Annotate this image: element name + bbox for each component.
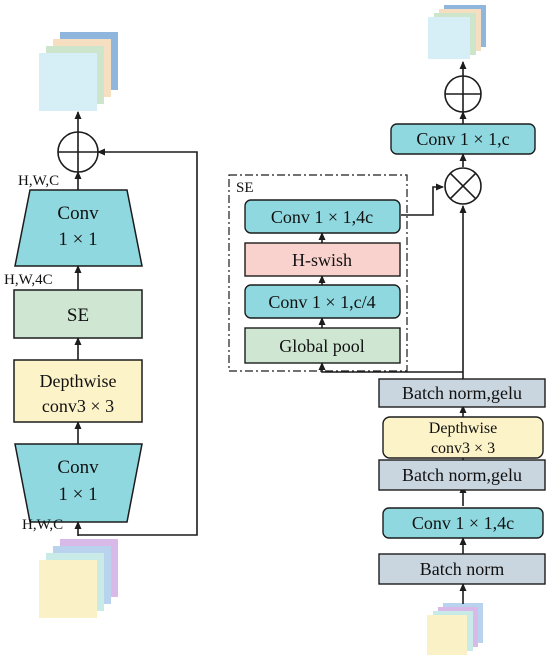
batch-norm-box xyxy=(378,553,546,585)
right-depthwise-label-1: Depthwise xyxy=(429,420,497,437)
depthwise-box xyxy=(13,359,143,423)
global-pool-label: Global pool xyxy=(279,336,365,356)
right-add-icon xyxy=(444,75,482,113)
conv-top-box xyxy=(14,189,143,267)
se-conv-expand-label: Conv 1 × 1,4c xyxy=(271,207,373,227)
conv-expand-box xyxy=(382,507,544,539)
se-conv-expand-box xyxy=(244,199,401,234)
se-group-frame xyxy=(228,174,408,372)
hswish-box xyxy=(244,242,401,277)
se-conv-reduce-box xyxy=(244,284,401,319)
se-box xyxy=(13,289,143,339)
left-add-icon xyxy=(57,131,99,173)
batch-norm-gelu-label-2: Batch norm,gelu xyxy=(402,383,522,403)
depthwise-label-1: Depthwise xyxy=(40,371,117,391)
conv-expand-label: Conv 1 × 1,4c xyxy=(412,513,514,533)
dims-4c-label: H,W,4C xyxy=(4,272,53,288)
input-feature-stack-icon xyxy=(39,539,118,618)
conv-bottom-label-2: 1 × 1 xyxy=(58,484,97,505)
conv-project-box xyxy=(390,123,536,155)
output-feature-stack-icon xyxy=(39,32,118,111)
se-conv-reduce-label: Conv 1 × 1,c/4 xyxy=(268,292,375,312)
conv-project-label: Conv 1 × 1,c xyxy=(416,129,509,149)
right-output-feature-stack-icon xyxy=(428,5,486,59)
conv-top-label-1: Conv xyxy=(57,203,99,224)
batch-norm-gelu-box-1 xyxy=(378,459,546,491)
conv-bottom-box xyxy=(14,443,143,523)
dims-out-label: H,W,C xyxy=(18,173,59,189)
batch-norm-gelu-label-1: Batch norm,gelu xyxy=(402,465,522,485)
multiply-icon xyxy=(444,167,482,205)
conv-bottom-label-1: Conv xyxy=(57,457,99,478)
right-depthwise-label-2: conv3 × 3 xyxy=(431,440,495,457)
conv-top-label-2: 1 × 1 xyxy=(58,229,97,250)
right-input-feature-stack-icon xyxy=(427,603,483,655)
depthwise-label-2: conv3 × 3 xyxy=(42,396,114,416)
right-depthwise-box xyxy=(382,416,544,459)
left-connectors xyxy=(74,111,198,536)
batch-norm-gelu-box-2 xyxy=(378,378,546,408)
se-group-title: SE xyxy=(236,180,254,196)
hswish-label: H-swish xyxy=(292,250,352,270)
batch-norm-label: Batch norm xyxy=(420,559,504,579)
dims-in-label: H,W,C xyxy=(22,517,63,533)
global-pool-box xyxy=(244,327,401,364)
se-label: SE xyxy=(67,305,89,326)
